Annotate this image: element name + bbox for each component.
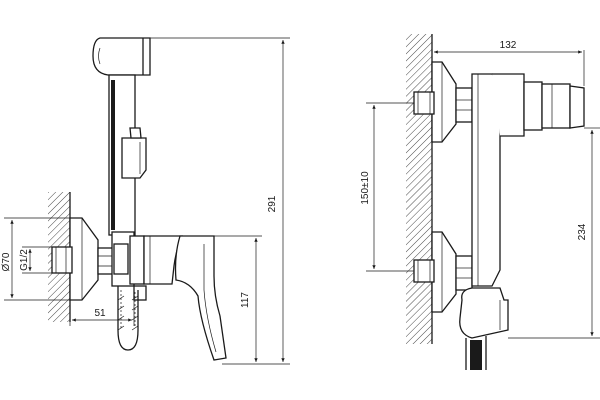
dim-center-distance: 150±10 <box>360 102 414 272</box>
right-mixer-body <box>471 73 525 287</box>
left-view: 291 117 51 Ø70 G1/2 <box>1 37 290 365</box>
dim-width-label: 132 <box>500 40 517 51</box>
dim-thread-label: G1/2 <box>19 249 30 271</box>
dim-depth: 51 <box>69 298 135 326</box>
left-wall-flange <box>69 217 99 301</box>
left-lever-handle <box>174 235 227 361</box>
dim-height-outlet: 117 <box>214 235 262 362</box>
dim-height: 234 <box>508 127 600 339</box>
dim-height-total: 291 <box>150 37 290 365</box>
dim-flange-diameter: Ø70 <box>1 217 70 301</box>
right-shower-holder <box>459 287 509 370</box>
hand-shower-head <box>92 37 151 76</box>
shower-trigger <box>121 127 147 179</box>
dim-width: 132 <box>431 34 585 86</box>
right-view: 132 150±10 234 <box>360 34 600 370</box>
dim-height-total-label: 291 <box>267 195 278 212</box>
right-top-flange <box>413 61 473 143</box>
dim-height-label: 234 <box>577 223 588 240</box>
dim-center-distance-label: 150±10 <box>360 171 371 205</box>
dim-height-outlet-label: 117 <box>240 292 251 308</box>
right-lever-handle <box>523 81 585 131</box>
dim-depth-label: 51 <box>94 308 106 319</box>
dim-thread: G1/2 <box>19 246 52 274</box>
right-wall-section <box>406 34 432 344</box>
left-inlet-fitting <box>51 246 73 274</box>
dim-flange-diameter-label: Ø70 <box>1 252 12 271</box>
left-connector-nut <box>97 231 147 301</box>
